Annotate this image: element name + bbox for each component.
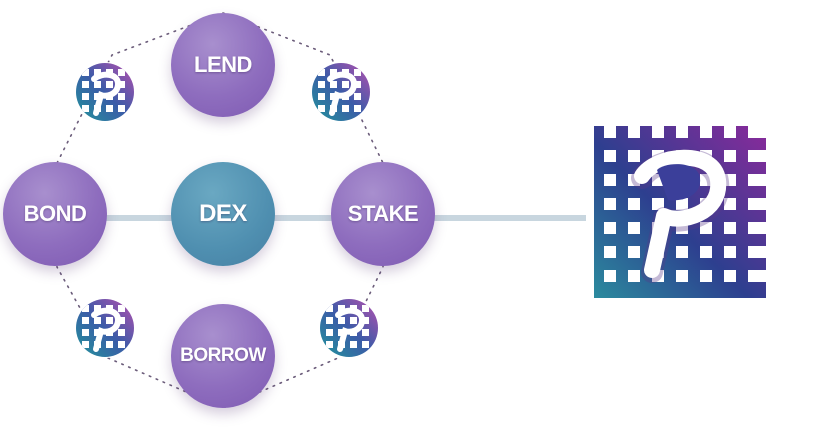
bond-label: BOND bbox=[23, 201, 87, 226]
lend-node[interactable]: LEND bbox=[171, 13, 275, 117]
stake-node[interactable]: STAKE bbox=[331, 162, 435, 266]
borrow-label: BORROW bbox=[180, 345, 266, 366]
bond-node[interactable]: BOND bbox=[3, 162, 107, 266]
p-grid-logo-icon bbox=[75, 298, 135, 358]
p-grid-logo-icon bbox=[311, 62, 371, 122]
dex-node[interactable]: DEX bbox=[171, 162, 275, 266]
ring-dotted-path bbox=[56, 12, 384, 409]
p-grid-logo-icon bbox=[319, 298, 379, 358]
stake-label: STAKE bbox=[347, 201, 419, 226]
borrow-node[interactable]: BORROW bbox=[171, 304, 275, 408]
p-grid-logo-icon bbox=[75, 62, 135, 122]
lend-label: LEND bbox=[194, 52, 252, 77]
dex-label: DEX bbox=[199, 200, 247, 227]
p-grid-logo-large-icon bbox=[594, 126, 766, 298]
